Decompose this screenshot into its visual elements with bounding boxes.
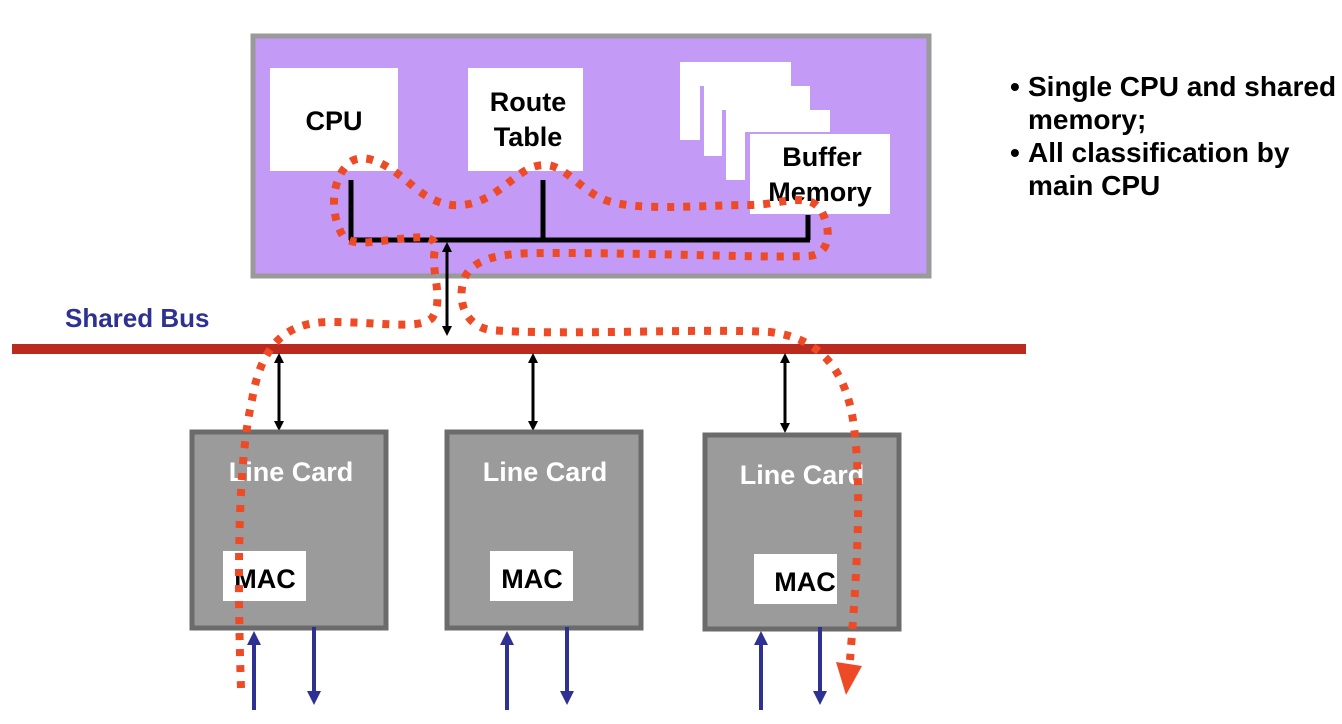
line-card-2: Line Card MAC bbox=[444, 353, 644, 710]
central-processor-unit: CPU Route Table Buffer Memory bbox=[250, 33, 932, 279]
shared-bus-label: Shared Bus bbox=[65, 303, 210, 333]
note-item: • All classification by main CPU bbox=[1010, 136, 1340, 202]
line-card-label: Line Card bbox=[740, 460, 865, 490]
cpu-label: CPU bbox=[305, 106, 362, 136]
line-card-label: Line Card bbox=[483, 457, 608, 487]
bullet: • bbox=[1010, 137, 1020, 168]
bullet: • bbox=[1010, 71, 1020, 102]
mac-label: MAC bbox=[501, 564, 563, 594]
line-card-label: Line Card bbox=[229, 457, 354, 487]
mac-label: MAC bbox=[774, 567, 836, 597]
mac-label: MAC bbox=[234, 564, 296, 594]
route-table-block: Route Table bbox=[468, 68, 583, 171]
packet-path bbox=[234, 154, 863, 689]
line-card-1: Line Card MAC bbox=[189, 353, 389, 710]
line-card-3: Line Card MAC bbox=[702, 353, 902, 710]
shared-bus-line bbox=[12, 344, 1026, 354]
buffer-page-1-face bbox=[750, 134, 890, 214]
note-text: Single CPU and shared memory; bbox=[1028, 71, 1337, 135]
cpu-block: CPU bbox=[270, 68, 398, 171]
note-text: All classification by main CPU bbox=[1028, 137, 1290, 201]
note-item: • Single CPU and shared memory; bbox=[1010, 70, 1340, 136]
buffer-memory-label-line1: Buffer bbox=[782, 142, 862, 172]
route-table-label-line2: Table bbox=[494, 122, 563, 152]
internal-bus bbox=[348, 180, 811, 243]
packet-path-arrowhead bbox=[836, 662, 862, 695]
buffer-memory-block: Buffer Memory bbox=[680, 62, 890, 222]
route-table-label-line1: Route bbox=[490, 87, 567, 117]
notes-list: • Single CPU and shared memory; • All clas… bbox=[1010, 70, 1340, 202]
